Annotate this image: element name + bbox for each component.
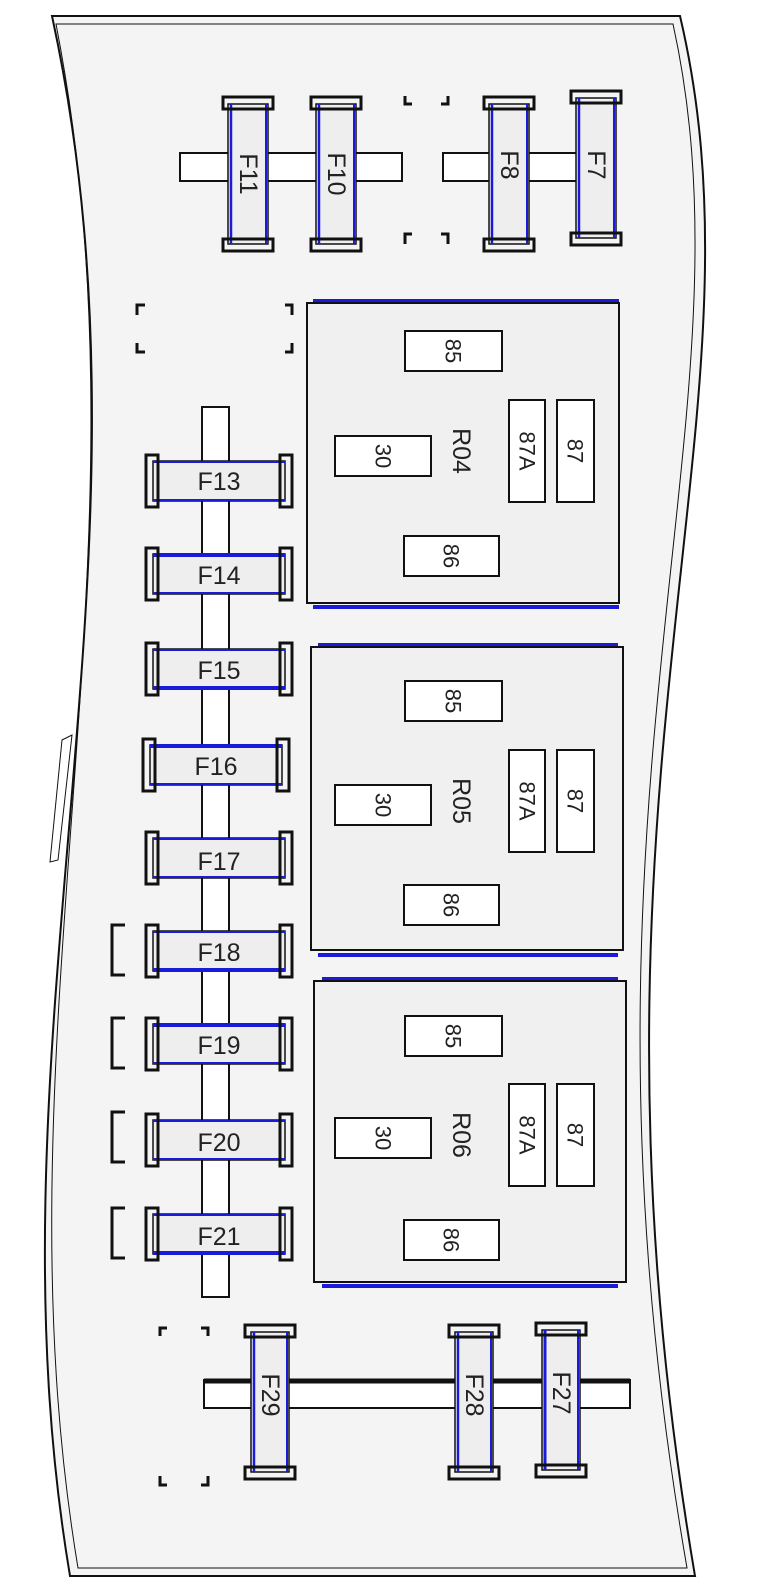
side-clips-left <box>110 923 125 1260</box>
top-bus-bar-left <box>179 152 403 182</box>
fuse-f27[interactable]: F27 <box>534 1321 588 1479</box>
relay-r06[interactable]: 85 30 87A 87 86 R06 <box>313 977 627 1288</box>
relay-pin-87: 87 <box>563 789 588 813</box>
relay-pin-87a: 87A <box>515 781 540 820</box>
relay-pin-85: 85 <box>441 689 466 713</box>
relay-r05[interactable]: 85 30 87A 87 86 R05 <box>310 643 624 957</box>
relay-label: R04 <box>447 428 475 474</box>
fuse-f20[interactable]: F20 <box>144 1112 294 1168</box>
fuse-label: F21 <box>197 1223 240 1251</box>
fuse-f18[interactable]: F18 <box>144 923 294 979</box>
relay-r04[interactable]: 85 30 87A 87 86 R04 <box>306 299 620 609</box>
relay-pin-86: 86 <box>439 544 464 568</box>
fuse-f29[interactable]: F29 <box>243 1323 297 1481</box>
fuse-label: F17 <box>197 848 240 876</box>
fuse-label: F20 <box>197 1129 240 1157</box>
fuse-label: F19 <box>197 1032 240 1060</box>
empty-slot-upper-left <box>135 303 294 354</box>
relay-pin-30: 30 <box>371 793 396 817</box>
fuse-f28[interactable]: F28 <box>447 1323 501 1481</box>
relay-pin-30: 30 <box>371 444 396 468</box>
fuse-label: F18 <box>197 939 240 967</box>
panel-side-strip <box>49 734 73 863</box>
fuse-f11[interactable]: F11 <box>221 95 275 253</box>
fuse-f13[interactable]: F13 <box>144 453 294 509</box>
fuse-label: F28 <box>460 1373 488 1416</box>
fuse-label: F7 <box>582 150 610 179</box>
relay-pin-87: 87 <box>563 439 588 463</box>
fuse-f8[interactable]: F8 <box>482 95 536 253</box>
relay-pin-30: 30 <box>371 1126 396 1150</box>
fuse-f10[interactable]: F10 <box>309 95 363 253</box>
fuse-label: F14 <box>197 562 240 590</box>
relay-pin-85: 85 <box>441 1024 466 1048</box>
fuse-f7[interactable]: F7 <box>569 89 623 247</box>
relay-label: R06 <box>447 1112 475 1158</box>
fuse-label: F10 <box>322 152 350 195</box>
panel-inner-edge <box>51 23 696 1569</box>
fuse-label: F29 <box>256 1373 284 1416</box>
fuse-label: F11 <box>234 153 262 194</box>
empty-slot-bottom-left <box>158 1326 210 1487</box>
fuse-f21[interactable]: F21 <box>144 1206 294 1262</box>
fuse-f19[interactable]: F19 <box>144 1016 294 1072</box>
relay-pin-86: 86 <box>439 893 464 917</box>
relay-pin-86: 86 <box>439 1228 464 1252</box>
fuse-label: F15 <box>197 657 240 685</box>
fuse-f14[interactable]: F14 <box>144 546 294 602</box>
relay-label: R05 <box>447 778 475 824</box>
fuse-label: F8 <box>495 150 523 179</box>
left-fuse-column: F13 F14 F15 F16 <box>141 453 294 1262</box>
relay-pin-87a: 87A <box>515 1115 540 1154</box>
fuse-f17[interactable]: F17 <box>144 830 294 886</box>
fuse-label: F13 <box>197 468 240 496</box>
empty-slot-top <box>403 96 450 244</box>
relay-pin-85: 85 <box>441 339 466 363</box>
relay-pin-87: 87 <box>563 1123 588 1147</box>
fuse-label: F16 <box>194 753 237 781</box>
top-fuse-row: F11 F10 F8 F7 <box>221 89 623 253</box>
fuse-label: F27 <box>547 1371 575 1414</box>
bottom-fuse-row: F29 F28 F27 <box>243 1321 588 1481</box>
fuse-f15[interactable]: F15 <box>144 641 294 697</box>
relay-pin-87a: 87A <box>515 431 540 470</box>
fuse-f16[interactable]: F16 <box>141 737 291 793</box>
